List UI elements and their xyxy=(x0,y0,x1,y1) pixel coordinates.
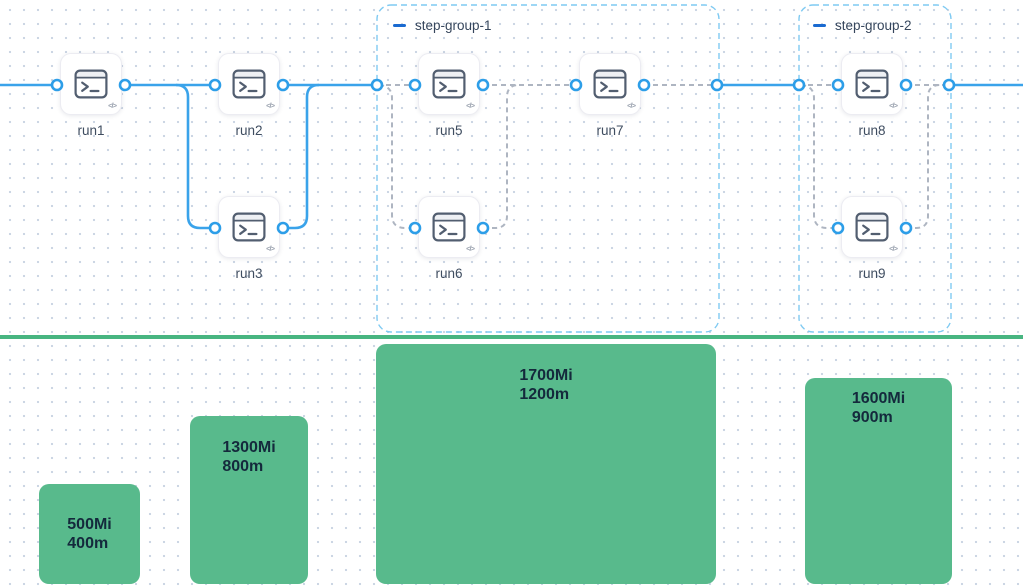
edge-run9-group2out[interactable] xyxy=(906,84,941,229)
node-card[interactable]: </> xyxy=(418,53,480,115)
code-icon: </> xyxy=(466,101,475,110)
terminal-icon xyxy=(232,69,266,99)
terminal-icon xyxy=(593,69,627,99)
memory-value: 500Mi xyxy=(67,516,112,533)
memory-value: 1600Mi xyxy=(851,390,906,407)
node-label: run7 xyxy=(596,123,624,138)
node-run5[interactable]: </> run5 xyxy=(418,53,480,138)
terminal-icon xyxy=(432,69,466,99)
step-group-1-header: step-group-1 xyxy=(393,17,492,33)
node-label: run2 xyxy=(235,123,263,138)
resource-chart-baseline xyxy=(0,335,1023,339)
node-run7[interactable]: </> run7 xyxy=(579,53,641,138)
node-card[interactable]: </> xyxy=(841,53,903,115)
node-label: run3 xyxy=(235,266,263,281)
step-group-2-header: step-group-2 xyxy=(813,17,912,33)
cpu-value: 1200m xyxy=(519,385,570,403)
step-group-1-label: step-group-1 xyxy=(415,17,492,33)
edge-run3-group1[interactable] xyxy=(283,83,320,230)
edge-run1-run3[interactable] xyxy=(175,83,215,230)
resource-bar-2-label: 1300Mi 800m xyxy=(222,439,275,584)
terminal-icon xyxy=(432,212,466,242)
node-card[interactable]: </> xyxy=(841,196,903,258)
memory-value: 1300Mi xyxy=(222,439,276,456)
collapse-minus-icon[interactable] xyxy=(393,23,406,27)
code-icon: </> xyxy=(266,101,275,110)
collapse-minus-icon[interactable] xyxy=(813,23,826,27)
resource-bar-3: 1700Mi 1200m xyxy=(376,344,716,584)
node-label: run9 xyxy=(858,266,886,281)
node-card[interactable]: </> xyxy=(60,53,122,115)
node-run9[interactable]: </> run9 xyxy=(841,196,903,281)
resource-bar-2: 1300Mi 800m xyxy=(190,416,308,584)
node-run3[interactable]: </> run3 xyxy=(218,196,280,281)
resource-bar-4-label: 1600Mi 900m xyxy=(852,390,905,584)
node-run8[interactable]: </> run8 xyxy=(841,53,903,138)
step-group-1-boundary[interactable] xyxy=(376,4,720,333)
step-group-2-label: step-group-2 xyxy=(835,17,912,33)
code-icon: </> xyxy=(108,101,117,110)
node-label: run8 xyxy=(858,123,886,138)
flow-edges-layer xyxy=(0,4,1023,333)
code-icon: </> xyxy=(466,244,475,253)
terminal-icon xyxy=(855,69,889,99)
step-group-2-boundary[interactable] xyxy=(798,4,952,333)
code-icon: </> xyxy=(627,101,636,110)
edge-group2-run9[interactable] xyxy=(800,84,838,229)
resource-bar-3-label: 1700Mi 1200m xyxy=(519,367,572,584)
node-run2[interactable]: </> run2 xyxy=(218,53,280,138)
node-card[interactable]: </> xyxy=(218,53,280,115)
resource-bar-1-label: 500Mi 400m xyxy=(67,516,111,584)
resource-bar-1: 500Mi 400m xyxy=(39,484,140,584)
resource-bar-4: 1600Mi 900m xyxy=(805,378,952,584)
node-label: run1 xyxy=(77,123,105,138)
cpu-value: 900m xyxy=(851,408,893,426)
node-card[interactable]: </> xyxy=(418,196,480,258)
code-icon: </> xyxy=(889,101,898,110)
cpu-value: 400m xyxy=(67,534,109,552)
code-icon: </> xyxy=(889,244,898,253)
terminal-icon xyxy=(232,212,266,242)
node-run1[interactable]: </> run1 xyxy=(60,53,122,138)
node-label: run5 xyxy=(435,123,463,138)
terminal-icon xyxy=(855,212,889,242)
node-card[interactable]: </> xyxy=(579,53,641,115)
node-card[interactable]: </> xyxy=(218,196,280,258)
node-run6[interactable]: </> run6 xyxy=(418,196,480,281)
terminal-icon xyxy=(74,69,108,99)
edge-group1-run6[interactable] xyxy=(378,84,415,229)
node-label: run6 xyxy=(435,266,463,281)
cpu-value: 800m xyxy=(222,457,264,475)
edge-run6-run7[interactable] xyxy=(483,84,520,229)
code-icon: </> xyxy=(266,244,275,253)
memory-value: 1700Mi xyxy=(519,367,573,384)
